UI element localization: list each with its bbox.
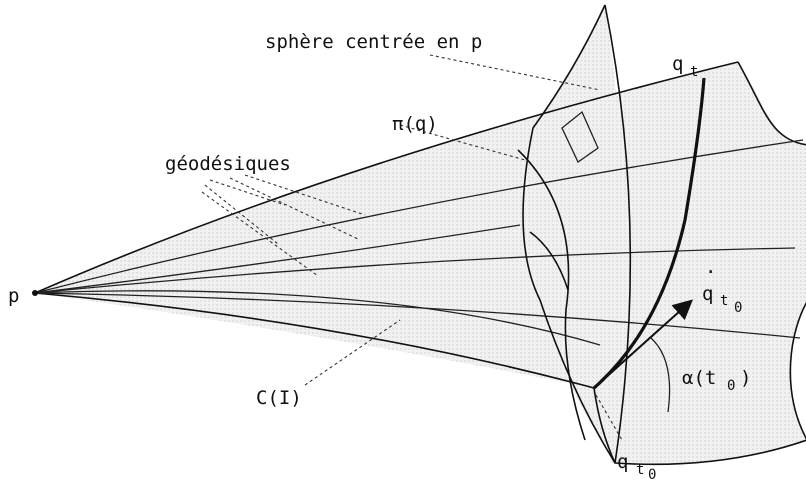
cone-lower-edge: [34, 292, 595, 389]
sphere-left-edge: [522, 4, 616, 464]
sphere-arc-1: [517, 149, 586, 441]
label-qdot-sub: t: [720, 293, 728, 309]
right-angle-marker: [561, 110, 599, 163]
sphere-outer-edge: [604, 4, 632, 464]
label-alpha-close: ): [740, 367, 751, 389]
qdot-dot: ·: [705, 261, 716, 283]
label-q-t-sub: t: [690, 64, 698, 80]
angle-arc: [650, 337, 671, 413]
leader-qt0: [595, 394, 623, 441]
sphere-arc-2: [529, 231, 569, 291]
label-c-i: C(I): [256, 387, 302, 409]
label-alpha-sub: 0: [727, 378, 735, 394]
sphere-patch: [523, 5, 624, 463]
label-q-t0-sub: t: [636, 462, 644, 478]
label-pi-q: π(q): [392, 113, 438, 135]
cone-bottom-edge: [593, 387, 806, 466]
geodesic-5: [34, 224, 521, 294]
label-qdot-subsub: 0: [734, 300, 742, 316]
point-p: [32, 290, 38, 296]
cone-right-edge: [737, 61, 806, 440]
curve-q: [592, 77, 706, 390]
leader-geo-4: [229, 177, 361, 241]
leader-ci: [304, 319, 401, 386]
label-q-t0: q: [617, 451, 628, 473]
geodesic-2: [34, 247, 796, 294]
label-q-t0-subsub: 0: [648, 467, 656, 481]
label-p: p: [8, 285, 19, 307]
label-sphere: sphère centrée en p: [265, 31, 482, 53]
cone-upper-edge: [34, 61, 739, 294]
leader-sphere: [429, 54, 601, 91]
leader-geo-2: [204, 184, 279, 245]
geodesic-1: [34, 139, 804, 294]
tangent-vector: [593, 299, 693, 389]
label-qdot: q: [702, 283, 713, 305]
leader-geo-1: [209, 179, 286, 206]
label-q-t: q: [672, 53, 683, 75]
label-alpha: α(t: [682, 367, 716, 389]
geodesic-4: [34, 290, 601, 346]
label-geodesiques: géodésiques: [165, 153, 291, 175]
leader-pi: [399, 124, 526, 161]
